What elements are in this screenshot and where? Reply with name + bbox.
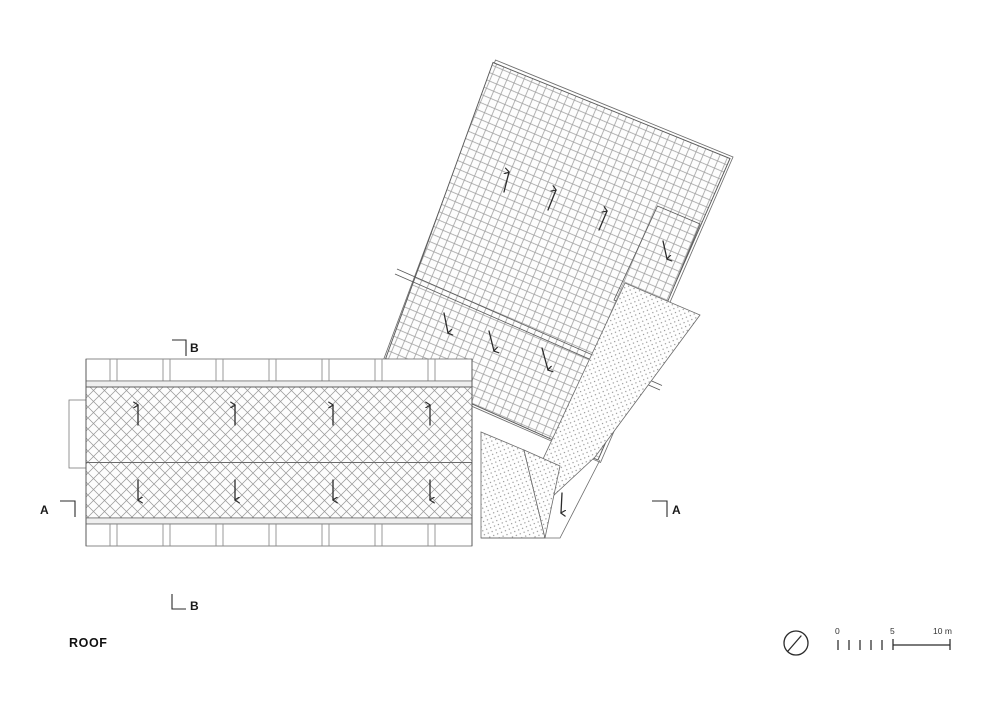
bottom-slat-band-outline (85, 523, 473, 547)
top-slat-band-outline (85, 358, 473, 382)
terrace-strip-inner-lower (523, 449, 561, 539)
bottom-slat-dividers (109, 524, 436, 546)
section-bracket-a-right (652, 500, 668, 517)
scale-bar: 0 5 10 m (835, 626, 952, 650)
section-marker-b-top[interactable]: B (172, 339, 199, 356)
rect-wing-roof-surface (85, 386, 473, 519)
angled-wing-parapet-outline (380, 59, 734, 464)
section-marker-b-bottom[interactable]: B (171, 594, 199, 613)
section-marker-a-left[interactable]: A (40, 500, 76, 517)
north-arrow (783, 630, 809, 656)
terrace-flow-arrow (561, 492, 562, 513)
top-slat-dividers (109, 359, 436, 381)
top-gutter-line (85, 380, 473, 388)
scale-bar-ticks (837, 640, 883, 650)
bottom-gutter-line (85, 517, 473, 525)
section-label-a-right: A (672, 503, 681, 517)
left-canopy-projection (68, 399, 87, 469)
top-slat-band (85, 358, 473, 388)
angled-wing-flow-arrows-down (443, 240, 667, 370)
scale-label-start: 0 (835, 626, 840, 636)
scale-bar-segment-bracket (892, 639, 951, 650)
angled-wing-flow-arrows-up (503, 172, 607, 231)
rectangular-wing (68, 358, 473, 547)
angled-wing-base-edge (481, 459, 601, 539)
section-bracket-b-top (172, 339, 187, 356)
section-label-a-left: A (40, 503, 49, 517)
section-label-b-top: B (190, 341, 199, 355)
rect-wing-flow-arrows-down (138, 479, 430, 500)
section-marker-a-right[interactable]: A (652, 500, 681, 517)
section-label-b-bottom: B (190, 599, 199, 613)
north-arrow-needle (787, 635, 802, 652)
section-bracket-b-bottom (171, 594, 186, 610)
scale-label-end: 10 m (933, 626, 952, 636)
scale-label-mid: 5 (890, 626, 895, 636)
rect-wing-flow-arrows-up (138, 405, 430, 426)
page-title: ROOF (69, 636, 108, 650)
section-bracket-a-left (60, 500, 76, 517)
bottom-slat-band (85, 517, 473, 547)
